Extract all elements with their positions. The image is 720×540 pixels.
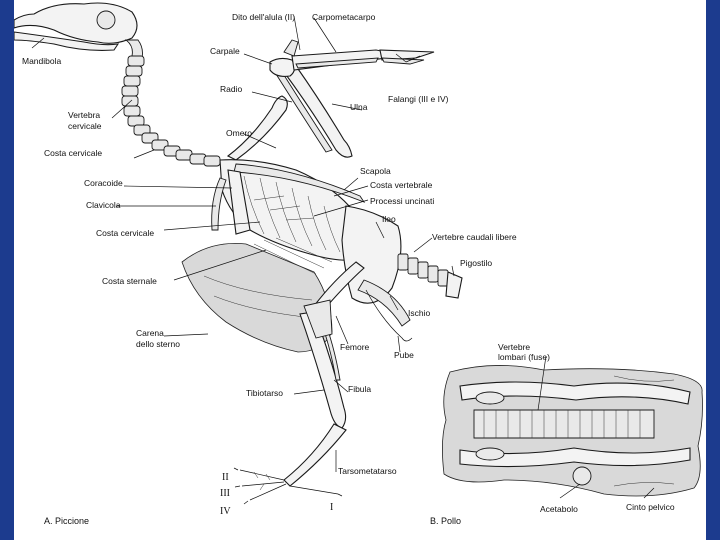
label-femore: Femore <box>340 342 370 352</box>
fused-lumbar-vertebrae <box>473 409 655 439</box>
pelvis <box>341 205 463 342</box>
tarsometatarsus <box>283 423 347 487</box>
scapula <box>233 163 366 203</box>
pigeon-skeleton <box>14 2 463 505</box>
ischium <box>357 279 411 327</box>
label-acetabolo: Acetabolo <box>540 504 578 514</box>
labels: Mandibola Dito dell'alula (II) Carpometa… <box>22 12 675 526</box>
pubis <box>365 289 413 342</box>
leg <box>233 261 365 505</box>
label-costa-cervicale-mid: Costa cervicale <box>96 228 154 238</box>
label-processi-uncinati: Processi uncinati <box>370 196 434 206</box>
label-cinto-pelvico: Cinto pelvico <box>626 502 675 512</box>
ulna <box>283 65 353 158</box>
label-vertebra-cervicale-1: Vertebra <box>68 110 100 120</box>
label-ileo: Ileo <box>382 214 396 224</box>
chicken-pelvis <box>442 365 703 497</box>
label-vertebra-cervicale-2: cervicale <box>68 121 102 131</box>
pygostyle <box>445 271 463 299</box>
label-ischio: Ischio <box>408 308 430 318</box>
humerus <box>226 95 288 161</box>
label-radio: Radio <box>220 84 242 94</box>
label-clavicola: Clavicola <box>86 200 121 210</box>
label-carpometacarpo: Carpometacarpo <box>312 12 376 22</box>
leader-lines <box>31 15 655 499</box>
sternal-ribs <box>253 237 333 275</box>
coracoid <box>227 169 251 235</box>
caption-a: A. Piccione <box>44 516 89 526</box>
diagram-sheet: Mandibola Dito dell'alula (II) Carpometa… <box>14 0 706 540</box>
label-costa-vertebrale: Costa vertebrale <box>370 180 433 190</box>
label-dito-IV: IV <box>220 506 231 517</box>
acetabulum <box>572 466 592 486</box>
label-dito-III: III <box>220 488 230 499</box>
label-vertebre-lombari-1: Vertebre <box>498 342 530 352</box>
label-tarsometatarso: Tarsometatarso <box>338 466 397 476</box>
label-coracoide: Coracoide <box>84 178 123 188</box>
label-falangi: Falangi (III e IV) <box>388 94 449 104</box>
label-ulna: Ulna <box>350 102 368 112</box>
mandible <box>14 31 120 51</box>
label-vertebre-caudali: Vertebre caudali libere <box>432 232 517 242</box>
label-omero: Omero <box>226 128 252 138</box>
label-pube: Pube <box>394 350 414 360</box>
skeleton-diagram: Mandibola Dito dell'alula (II) Carpometa… <box>14 2 703 526</box>
label-pigostilo: Pigostilo <box>460 258 492 268</box>
label-carena-1: Carena <box>136 328 164 338</box>
label-dito-I: I <box>330 502 333 513</box>
carpal <box>269 57 296 77</box>
label-costa-sternale: Costa sternale <box>102 276 157 286</box>
ribcage <box>211 159 369 261</box>
label-costa-cervicale-top: Costa cervicale <box>44 148 102 158</box>
label-dito-alula: Dito dell'alula (II) <box>232 12 295 22</box>
wing <box>226 39 435 161</box>
label-mandibola: Mandibola <box>22 56 61 66</box>
label-carpale: Carpale <box>210 46 240 56</box>
caption-b: B. Pollo <box>430 516 461 526</box>
label-tibiotarso: Tibiotarso <box>246 388 283 398</box>
label-carena-2: dello sterno <box>136 339 180 349</box>
label-dito-II: II <box>222 472 229 483</box>
radius <box>275 71 333 153</box>
label-scapola: Scapola <box>360 166 391 176</box>
cervical-vertebrae <box>121 39 221 167</box>
alula-digit <box>283 39 299 57</box>
label-fibula: Fibula <box>348 384 371 394</box>
caudal-vertebrae <box>397 253 449 287</box>
label-vertebre-lombari-2: lombari (fuse) <box>498 352 550 362</box>
toes <box>233 467 343 505</box>
clavicle <box>211 177 227 231</box>
